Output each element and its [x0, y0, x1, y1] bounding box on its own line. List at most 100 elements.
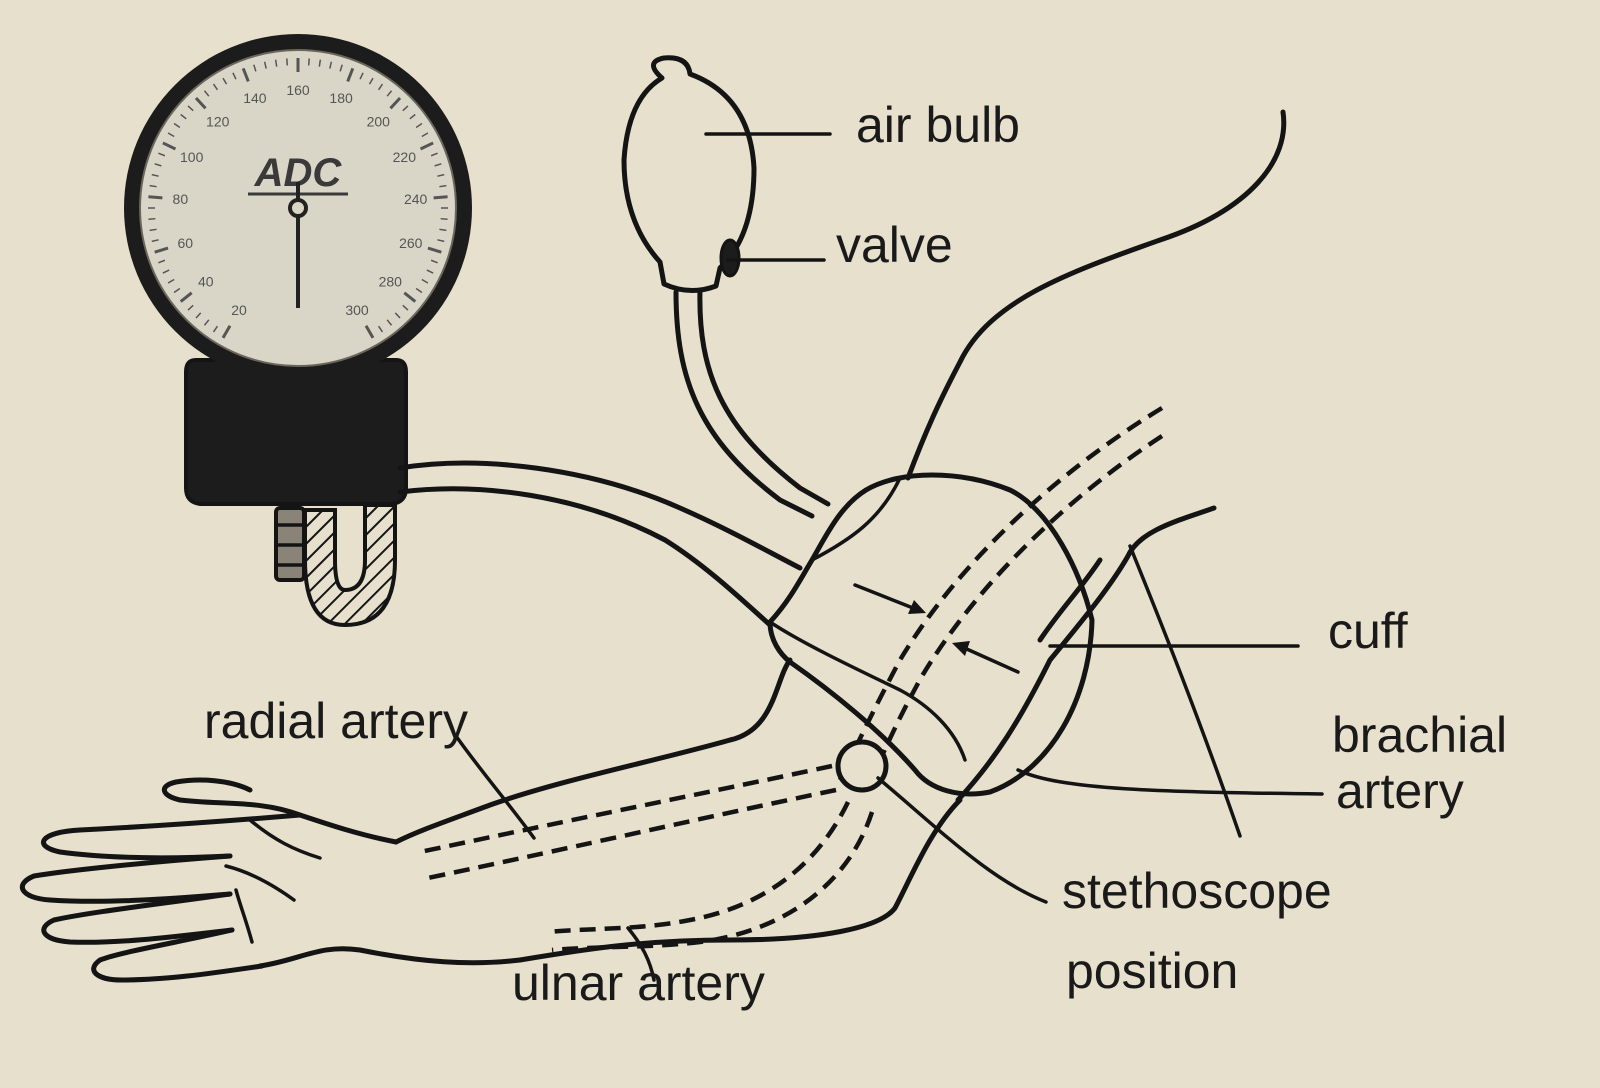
stethoscope-tube: [905, 109, 1287, 481]
dial-tick: [179, 291, 193, 303]
gauge-dial-ticks: [148, 58, 448, 339]
dial-scale-number: 40: [198, 274, 214, 290]
dial-tick: [173, 122, 181, 129]
dial-tick: [149, 228, 157, 232]
dial-scale-number: 260: [399, 235, 423, 251]
dial-tick: [148, 217, 156, 220]
dial-tick: [386, 90, 393, 97]
dial-tick: [318, 59, 322, 67]
dial-tick: [232, 72, 237, 80]
dial-tick: [346, 67, 355, 82]
dial-scale-number: 60: [177, 235, 193, 251]
dial-tick: [203, 319, 210, 326]
dial-tick: [154, 246, 169, 254]
cuff-body: [767, 472, 1095, 797]
dial-tick: [402, 105, 409, 112]
dial-tick: [440, 217, 448, 220]
dial-tick: [241, 67, 250, 82]
dial-tick: [187, 304, 194, 311]
dial-tick: [409, 113, 416, 120]
gauge-body: [184, 358, 408, 506]
dial-scale-number: 300: [345, 302, 369, 318]
dial-tick: [212, 325, 219, 333]
dial-tick: [430, 152, 438, 157]
dial-tick: [394, 312, 401, 319]
dial-tick: [359, 72, 364, 80]
dial-tick: [154, 163, 162, 167]
dial-tick: [439, 228, 447, 232]
dial-tick: [203, 90, 210, 97]
hand: [20, 777, 399, 983]
dial-tick: [389, 97, 402, 110]
arteries: [419, 406, 1164, 953]
bulb-tube: [673, 289, 815, 519]
label-radial-artery: radial artery: [204, 693, 468, 749]
dial-tick: [421, 132, 429, 138]
gauge-needle-hub: [288, 198, 308, 218]
dial-tick: [148, 195, 163, 200]
dial-tick: [415, 122, 423, 129]
dial-tick: [307, 58, 310, 66]
dial-tick: [421, 278, 429, 284]
dial-scale-number: 280: [379, 274, 403, 290]
label-ulnar-artery: ulnar artery: [512, 955, 765, 1011]
label-brachial-artery-line2: artery: [1336, 763, 1464, 819]
dial-tick: [415, 287, 423, 294]
dial-scale-number: 180: [329, 90, 353, 106]
label-valve: valve: [836, 217, 953, 273]
dial-scale-number: 100: [180, 149, 204, 165]
dial-tick: [180, 113, 187, 120]
dial-tick: [377, 325, 384, 333]
gauge-hose: [397, 460, 803, 571]
dial-tick: [437, 173, 445, 177]
dial-tick: [151, 173, 159, 177]
dial-tick: [151, 239, 159, 243]
air-bulb-assembly: [621, 55, 757, 293]
dial-tick: [368, 77, 374, 85]
gauge: 2040608010012014016018020022024026028030…: [124, 34, 472, 628]
dial-tick: [195, 312, 202, 319]
dial-tick: [433, 195, 448, 200]
dial-scale-number: 240: [404, 191, 428, 207]
dial-tick: [402, 304, 409, 311]
dial-tick: [437, 239, 445, 243]
dial-tick: [253, 64, 257, 72]
dial-tick: [434, 163, 442, 167]
dial-tick: [274, 59, 278, 67]
dial-tick: [427, 246, 442, 254]
dial-scale-number: 80: [173, 191, 189, 207]
dial-tick: [149, 184, 157, 188]
dial-scale-number: 120: [206, 113, 230, 129]
dial-tick: [386, 319, 393, 326]
labels: air bulb valve cuff brachial artery radi…: [204, 97, 1507, 1011]
radial-artery-path: [419, 763, 833, 855]
brachial-artery-path: [837, 406, 1164, 782]
dial-tick: [430, 259, 438, 264]
dial-tick: [221, 325, 232, 339]
label-stethoscope-position-line2: position: [1066, 943, 1238, 999]
label-brachial-artery-line1: brachial: [1332, 707, 1507, 763]
dial-tick: [439, 184, 447, 188]
dial-tick: [158, 152, 166, 157]
dial-tick: [286, 58, 289, 66]
stethoscope-head: [835, 739, 889, 793]
dial-tick: [377, 83, 384, 91]
dial-tick: [222, 77, 228, 85]
dial-tick: [158, 259, 166, 264]
dial-tick: [419, 141, 434, 151]
label-cuff: cuff: [1328, 603, 1408, 659]
dial-tick: [162, 141, 177, 151]
dial-scale-number: 220: [393, 149, 417, 165]
ulnar-artery-path: [547, 801, 851, 935]
dial-scale-number: 160: [286, 82, 310, 98]
dial-tick: [403, 291, 417, 303]
dial-tick: [212, 83, 219, 91]
dial-tick: [162, 269, 170, 274]
cuff: [767, 472, 1095, 797]
valve: [719, 238, 741, 278]
dial-tick: [167, 132, 175, 138]
gauge-dial-numbers: 2040608010012014016018020022024026028030…: [173, 82, 428, 318]
dial-tick: [173, 287, 181, 294]
label-air-bulb: air bulb: [856, 97, 1020, 153]
